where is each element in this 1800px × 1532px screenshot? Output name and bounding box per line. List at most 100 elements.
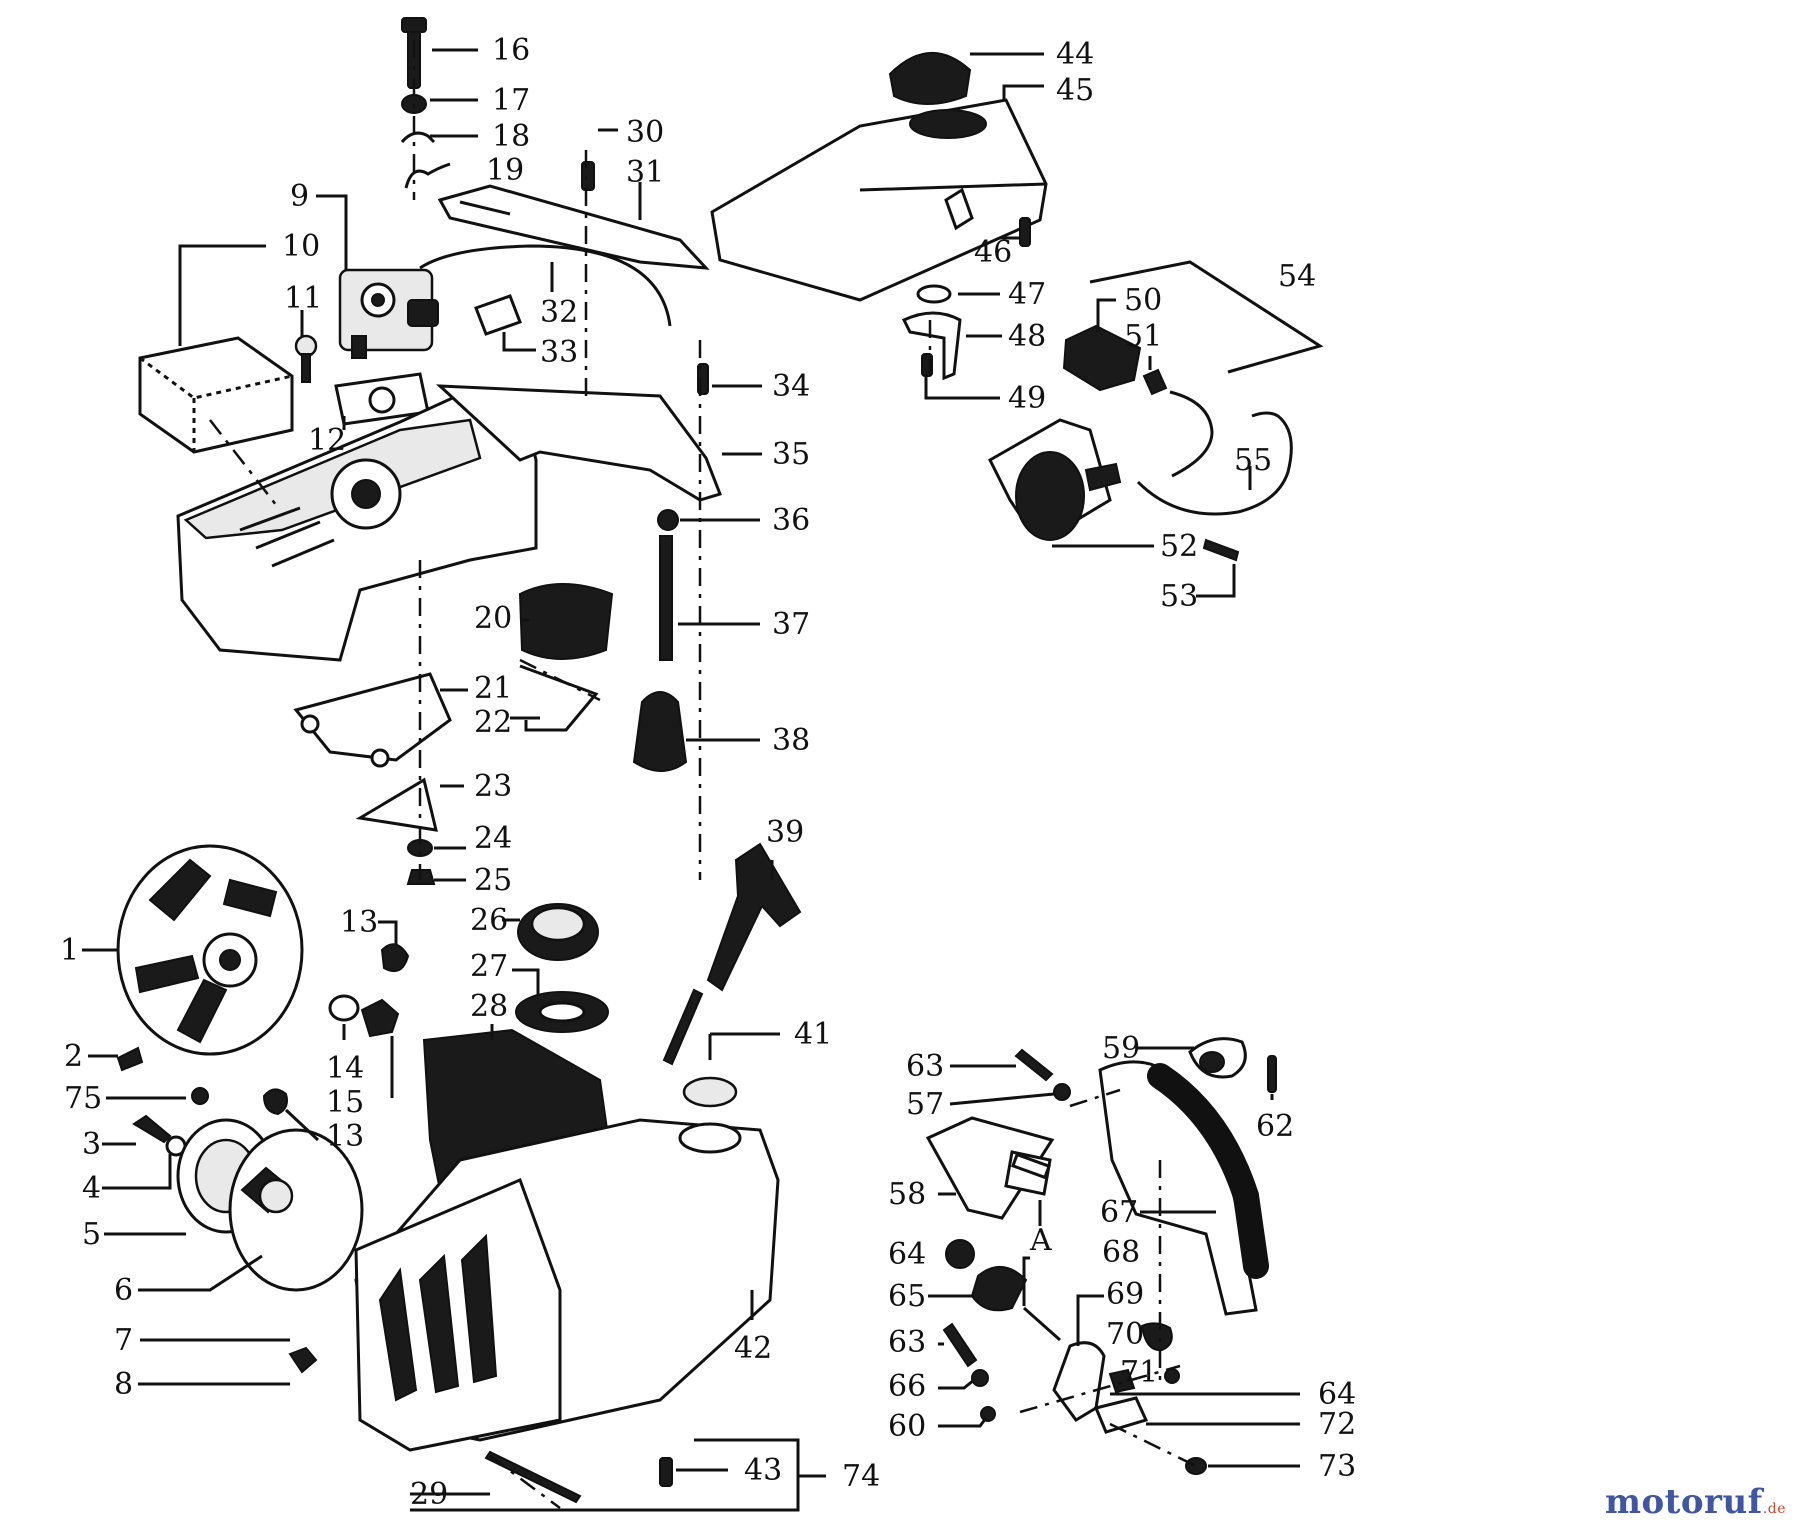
leader-69 xyxy=(1076,1294,1104,1346)
callout-73: 73 xyxy=(1318,1449,1356,1484)
callout-59: 59 xyxy=(1102,1031,1140,1066)
watermark-brand: motoruf xyxy=(1605,1482,1763,1522)
callout-64a: 64 xyxy=(888,1237,926,1272)
axis-nut-73 xyxy=(1109,1422,1197,1468)
callout-48: 48 xyxy=(1008,319,1046,354)
spring-37 xyxy=(659,535,673,661)
callout-11: 11 xyxy=(284,281,322,316)
callout-63b: 63 xyxy=(888,1325,926,1360)
callout-15: 15 xyxy=(326,1085,364,1120)
spring-70 xyxy=(1140,1322,1173,1352)
callout-43: 43 xyxy=(744,1453,782,1488)
washer-57 xyxy=(1053,1083,1071,1101)
screw-63a xyxy=(1014,1048,1054,1082)
screw-64b xyxy=(1108,1368,1136,1394)
screw-11-shank xyxy=(301,353,311,383)
screw-3 xyxy=(132,1114,172,1144)
callout-67: 67 xyxy=(1100,1195,1138,1230)
spring-13b xyxy=(262,1088,288,1116)
screw-46 xyxy=(1019,217,1031,247)
block-33 xyxy=(474,294,522,336)
axis-bolt-29 xyxy=(489,1454,561,1510)
callout-71: 71 xyxy=(1120,1355,1158,1390)
callout-51: 51 xyxy=(1124,319,1162,354)
washer-66 xyxy=(971,1369,989,1387)
callout-55: 55 xyxy=(1234,443,1272,478)
callout-36: 36 xyxy=(772,503,810,538)
callout-24: 24 xyxy=(474,821,512,856)
screw-43 xyxy=(659,1457,673,1487)
callout-12: 12 xyxy=(308,423,346,458)
bracket-59-hole xyxy=(1199,1051,1225,1073)
bolt-16-head xyxy=(401,17,427,33)
brake-spring-65 xyxy=(970,1266,1028,1312)
washer-14 xyxy=(328,994,360,1022)
carburetor-9 xyxy=(338,268,439,359)
screw-63b xyxy=(942,1322,978,1368)
fuel-filter-38 xyxy=(632,691,688,772)
callout-50: 50 xyxy=(1124,283,1162,318)
callout-63a: 63 xyxy=(906,1049,944,1084)
pin-68 xyxy=(1023,1306,1061,1342)
leader-45 xyxy=(1002,84,1044,100)
spring-13a xyxy=(380,943,410,972)
callout-8: 8 xyxy=(114,1367,133,1402)
callout-60: 60 xyxy=(888,1409,926,1444)
callout-9: 9 xyxy=(290,179,309,214)
callout-layer: 16 17 18 19 9 10 11 12 30 31 32 33 34 35… xyxy=(60,33,1356,1512)
throttle-rod-32 xyxy=(419,244,672,327)
axis-handle-top xyxy=(1069,1088,1121,1108)
leader-57 xyxy=(949,1092,1055,1106)
bolt-29 xyxy=(484,1450,582,1504)
screw-30 xyxy=(581,161,595,191)
spring-19 xyxy=(404,162,451,189)
bracket-46 xyxy=(944,187,974,231)
leader-6 xyxy=(138,1254,263,1292)
callout-14: 14 xyxy=(326,1051,364,1086)
watermark-tld: .de xyxy=(1762,1501,1786,1517)
callout-47: 47 xyxy=(1008,277,1046,312)
terminal-51 xyxy=(1142,368,1168,396)
screw-8 xyxy=(288,1346,318,1374)
callout-3: 3 xyxy=(82,1127,101,1162)
callout-72: 72 xyxy=(1318,1407,1356,1442)
callout-25: 25 xyxy=(474,863,512,898)
callout-A: A xyxy=(1029,1223,1052,1258)
callout-32: 32 xyxy=(540,295,578,330)
handle-cover-31-detail xyxy=(459,200,511,216)
washer-47 xyxy=(916,284,952,304)
ignition-wire xyxy=(1169,390,1214,478)
callout-34: 34 xyxy=(772,369,810,404)
callout-62: 62 xyxy=(1256,1109,1294,1144)
bracket-54 xyxy=(1089,260,1324,374)
callout-46: 46 xyxy=(974,235,1012,270)
starter-handle-39 xyxy=(706,842,802,992)
engine-housing-top xyxy=(176,384,722,662)
leader-60 xyxy=(938,1417,988,1428)
callout-74: 74 xyxy=(842,1459,880,1494)
callout-2: 2 xyxy=(64,1039,83,1074)
callout-53: 53 xyxy=(1160,579,1198,614)
screw-71 xyxy=(1164,1368,1180,1384)
gasket-21-hole-b xyxy=(370,748,390,768)
callout-13a: 13 xyxy=(340,905,378,940)
leader-4 xyxy=(102,1154,172,1190)
callout-41: 41 xyxy=(794,1017,832,1052)
callout-21: 21 xyxy=(474,671,512,706)
axis-buffer-20 xyxy=(519,658,601,702)
leader-74-bracket xyxy=(410,1438,826,1512)
callout-6: 6 xyxy=(114,1273,133,1308)
callout-33: 33 xyxy=(540,335,578,370)
callout-1: 1 xyxy=(60,933,79,968)
air-filter-10 xyxy=(138,336,294,454)
callout-23: 23 xyxy=(474,769,512,804)
callout-57: 57 xyxy=(906,1087,944,1122)
callout-30: 30 xyxy=(626,115,664,150)
callout-37: 37 xyxy=(772,607,810,642)
leader-50 xyxy=(1096,298,1116,332)
callout-7: 7 xyxy=(114,1323,133,1358)
gasket-21-hole-a xyxy=(300,714,320,734)
callout-64b: 64 xyxy=(1318,1377,1356,1412)
leader-66 xyxy=(938,1378,975,1390)
